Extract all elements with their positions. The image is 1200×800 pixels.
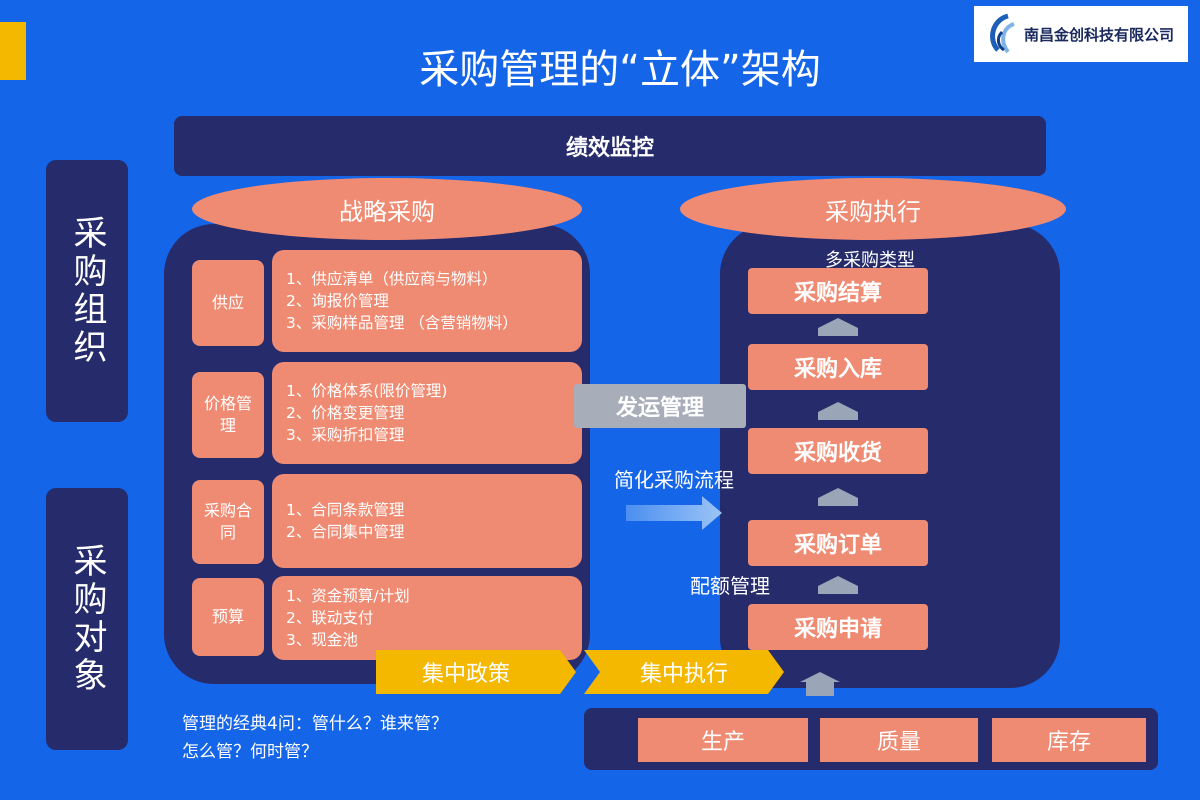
step-label: 采购结算	[793, 281, 882, 306]
bottom-box-inventory: 库存	[992, 718, 1146, 762]
page-title: 采购管理的“立体”架构	[419, 47, 821, 93]
object-label-box: 采购对象	[46, 488, 128, 750]
company-logo: 南昌金创科技有限公司	[974, 6, 1188, 62]
category-label: 采购合同	[203, 501, 252, 542]
category-label: 价格管理	[203, 394, 252, 435]
desc-line: 2、询报价管理	[286, 292, 389, 310]
step-receiving: 采购收货	[748, 428, 928, 474]
category-supply: 供应	[192, 260, 264, 346]
bottom-box-label: 质量	[876, 730, 921, 755]
bottom-box-label: 生产	[700, 730, 745, 755]
execution-header: 采购执行	[680, 178, 1066, 240]
policy-arrow: 集中政策	[376, 650, 576, 694]
step-label: 采购入库	[793, 357, 882, 382]
desc-line: 1、供应清单（供应商与物料）	[286, 270, 498, 288]
performance-bar: 绩效监控	[174, 116, 1046, 176]
desc-line: 2、价格变更管理	[286, 404, 405, 422]
desc-line: 1、价格体系(限价管理)	[286, 382, 448, 400]
step-label: 采购订单	[793, 533, 882, 558]
bottom-box-quality: 质量	[820, 718, 978, 762]
desc-line: 1、资金预算/计划	[286, 587, 410, 605]
bottom-box-production: 生产	[638, 718, 808, 762]
organization-label-box: 采购组织	[46, 160, 128, 422]
desc-line: 3、采购折扣管理	[286, 426, 405, 444]
desc-line: 2、合同集中管理	[286, 523, 405, 541]
step-order: 采购订单	[748, 520, 928, 566]
up-arrow-icon	[818, 488, 858, 510]
step-label: 采购收货	[793, 441, 882, 466]
performance-label: 绩效监控	[565, 136, 654, 161]
desc-supply: 1、供应清单（供应商与物料） 2、询报价管理 3、采购样品管理 （含营销物料）	[272, 250, 582, 352]
step-request: 采购申请	[748, 604, 928, 650]
desc-line: 3、采购样品管理 （含营销物料）	[286, 314, 518, 332]
desc-contract: 1、合同条款管理 2、合同集中管理	[272, 474, 582, 568]
desc-line: 2、联动支付	[286, 609, 374, 627]
object-label: 采购对象	[67, 543, 107, 695]
strategic-header-label: 战略采购	[339, 197, 435, 226]
category-label: 供应	[211, 293, 244, 312]
desc-budget: 1、资金预算/计划 2、联动支付 3、现金池	[272, 576, 582, 660]
accent-bar	[0, 22, 26, 80]
bottom-note: 管理的经典4问：管什么？谁来管？ 怎么管？何时管？	[182, 714, 448, 762]
category-label: 预算	[211, 607, 244, 626]
shipping-box: 发运管理	[574, 384, 746, 428]
category-contract: 采购合同	[192, 480, 264, 564]
shipping-label: 发运管理	[615, 396, 704, 421]
execute-label: 集中执行	[639, 662, 728, 687]
bottom-box-label: 库存	[1046, 730, 1091, 755]
quota-label: 配额管理	[690, 574, 770, 598]
execution-header-label: 采购执行	[825, 197, 921, 226]
desc-line: 3、现金池	[286, 631, 358, 649]
desc-line: 1、合同条款管理	[286, 501, 405, 519]
up-arrow-icon	[800, 672, 840, 698]
up-arrow-icon	[818, 402, 858, 424]
logo-mark-icon	[990, 13, 1015, 54]
simplify-label: 简化采购流程	[614, 468, 734, 492]
step-label: 采购申请	[793, 617, 882, 642]
desc-price: 1、价格体系(限价管理) 2、价格变更管理 3、采购折扣管理	[272, 362, 582, 464]
up-arrow-icon	[818, 318, 858, 340]
strategic-header: 战略采购	[192, 178, 582, 240]
category-price: 价格管理	[192, 372, 264, 458]
execution-note: 多采购类型	[825, 250, 915, 271]
step-warehousing: 采购入库	[748, 344, 928, 390]
step-settlement: 采购结算	[748, 268, 928, 314]
company-name: 南昌金创科技有限公司	[1024, 25, 1175, 44]
category-budget: 预算	[192, 578, 264, 656]
execute-arrow: 集中执行	[584, 650, 784, 694]
up-arrow-icon	[818, 576, 858, 598]
policy-label: 集中政策	[421, 662, 510, 687]
organization-label: 采购组织	[67, 215, 107, 367]
right-arrow-icon	[626, 496, 722, 530]
